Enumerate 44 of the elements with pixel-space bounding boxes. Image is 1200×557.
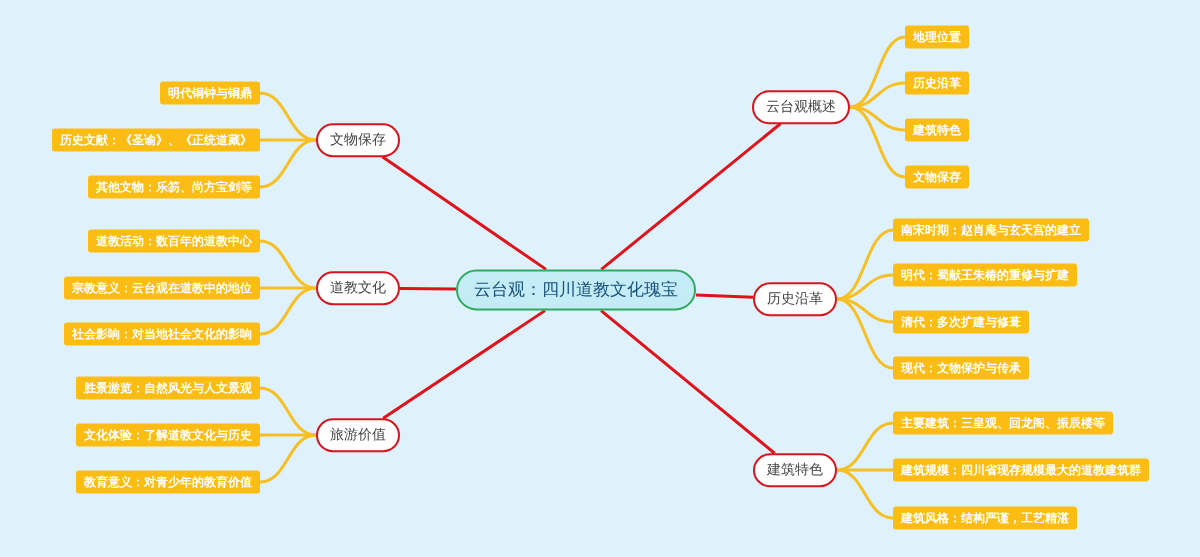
subtopic-label: 地理位置 bbox=[905, 25, 969, 49]
connector-line bbox=[836, 273, 894, 301]
subtopic-label: 明代铜钟与铜鼎 bbox=[160, 81, 260, 105]
subtopic-label: 胜景游览：自然风光与人文景观 bbox=[76, 376, 260, 400]
subtopic-label: 宗教意义：云台观在道教中的地位 bbox=[64, 276, 260, 300]
connector-line bbox=[259, 239, 317, 290]
connector-line bbox=[836, 297, 894, 370]
subtopic-label: 南宋时期：赵肖庵与玄天宫的建立 bbox=[893, 218, 1089, 242]
connector-line bbox=[259, 386, 317, 437]
central-topic-pill: 云台观：四川道教文化瑰宝 bbox=[456, 269, 696, 311]
connector-line bbox=[259, 286, 317, 336]
subtopic-label: 建筑风格：结构严谨，工艺精湛 bbox=[893, 506, 1077, 530]
subtopic-label: 主要建筑：三皇观、回龙阁、振辰楼等 bbox=[893, 411, 1113, 435]
connector-line bbox=[381, 155, 547, 271]
connector-line bbox=[400, 286, 456, 291]
subtopic-label: 历史文献：《圣谕》、《正统道藏》 bbox=[52, 128, 260, 152]
connector-line bbox=[259, 138, 317, 189]
connector-line bbox=[259, 433, 317, 484]
subtopic-label: 社会影响：对当地社会文化的影响 bbox=[64, 322, 260, 346]
connector-line bbox=[836, 421, 894, 472]
connector-line bbox=[836, 468, 894, 520]
subtopic-label: 清代：多次扩建与修葺 bbox=[893, 310, 1029, 334]
subtopic-label: 教育意义：对青少年的教育价值 bbox=[76, 470, 260, 494]
connector-line bbox=[695, 293, 754, 299]
subtopic-label: 文化体验：了解道教文化与历史 bbox=[76, 423, 260, 447]
branch-topic-pill: 道教文化 bbox=[316, 271, 400, 305]
connector-line bbox=[849, 105, 906, 179]
subtopic-label: 其他文物：乐笏、尚方宝剑等 bbox=[88, 175, 260, 199]
connector-line bbox=[259, 91, 317, 142]
connector-line bbox=[600, 309, 776, 455]
subtopic-label: 明代：蜀献王朱椿的重修与扩建 bbox=[893, 263, 1077, 287]
connector-line bbox=[600, 122, 782, 271]
branch-topic-pill: 文物保存 bbox=[316, 123, 400, 157]
branch-topic-pill: 建筑特色 bbox=[753, 453, 837, 487]
connector-line bbox=[382, 309, 546, 420]
subtopic-label: 历史沿革 bbox=[905, 71, 969, 95]
subtopic-label: 建筑特色 bbox=[905, 118, 969, 142]
branch-topic-pill: 历史沿革 bbox=[753, 282, 837, 316]
subtopic-label: 道教活动：数百年的道教中心 bbox=[88, 229, 260, 253]
branch-topic-pill: 云台观概述 bbox=[752, 90, 850, 124]
subtopic-label: 建筑规模：四川省现存规模最大的道教建筑群 bbox=[893, 458, 1149, 482]
branch-topic-pill: 旅游价值 bbox=[316, 418, 400, 452]
subtopic-label: 文物保存 bbox=[905, 165, 969, 189]
subtopic-label: 现代：文物保护与传承 bbox=[893, 356, 1029, 380]
